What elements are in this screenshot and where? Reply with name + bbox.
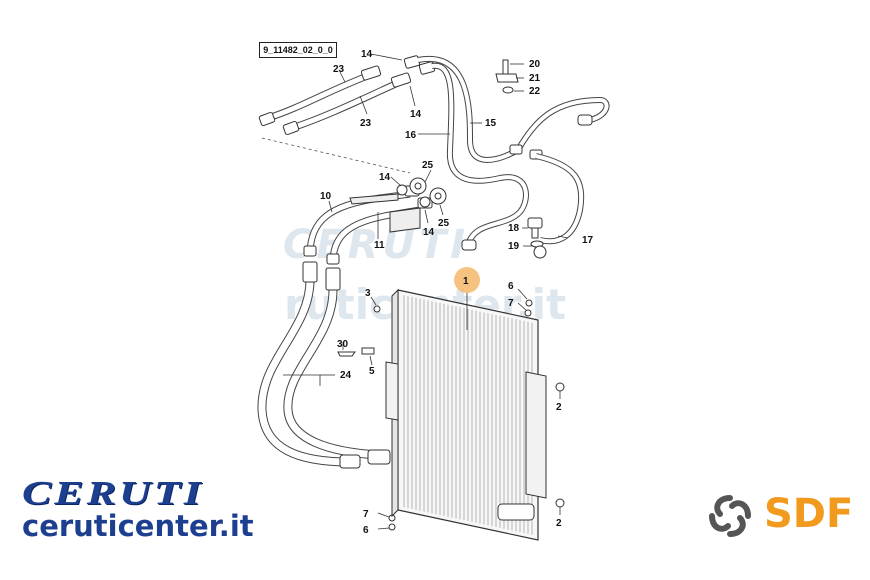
callout-25b: 25 — [438, 218, 450, 229]
reference-code-box: 9_11482_02_0_0 — [259, 42, 337, 58]
callout-18: 18 — [508, 223, 520, 234]
callout-6a: 6 — [508, 281, 514, 292]
leader-lines — [283, 53, 569, 530]
washers-25 — [396, 177, 447, 208]
callout-22: 22 — [529, 86, 541, 97]
callout-17: 17 — [582, 235, 594, 246]
bracket-11 — [349, 193, 421, 233]
pipe-15-16 — [417, 55, 610, 247]
callout-14d: 14 — [423, 227, 435, 238]
callout-23a: 23 — [333, 64, 345, 75]
callout-labels: 1 2 2 3 5 6 6 7 7 10 11 14 14 14 14 15 1… — [320, 49, 594, 536]
callout-5: 5 — [369, 366, 375, 377]
small-screws — [337, 299, 565, 531]
hose-23-upper — [266, 71, 402, 132]
callout-23b: 23 — [360, 118, 372, 129]
hose-24-fittings — [302, 185, 433, 469]
callout-10: 10 — [320, 191, 332, 202]
callout-16: 16 — [405, 130, 417, 141]
callout-24: 24 — [340, 370, 352, 381]
callout-21: 21 — [529, 73, 541, 84]
callout-30: 30 — [337, 339, 349, 350]
callout-11: 11 — [374, 240, 385, 251]
callout-2b: 2 — [556, 518, 562, 529]
sdf-wordmark: SDF — [764, 491, 854, 537]
ceruti-url: ceruticenter.it — [22, 509, 254, 543]
bolt-18-19 — [527, 217, 547, 259]
callout-14c: 14 — [379, 172, 391, 183]
sdf-logo: SDF — [704, 490, 854, 542]
callout-7b: 7 — [363, 509, 369, 520]
callout-20: 20 — [529, 59, 541, 70]
callout-6b: 6 — [363, 525, 369, 536]
clip-parts-20-22 — [495, 59, 519, 94]
pipe-17 — [535, 153, 585, 245]
hose-23-fittings — [258, 55, 436, 136]
callout-14a: 14 — [361, 49, 373, 60]
ceruti-logo: CERUTI — [22, 473, 204, 512]
highlight-marker — [454, 267, 480, 293]
callout-3: 3 — [365, 288, 371, 299]
callout-2a: 2 — [556, 402, 562, 413]
callout-15: 15 — [485, 118, 497, 129]
callout-7a: 7 — [508, 298, 514, 309]
dashed-guide-line — [261, 137, 411, 174]
callout-14b: 14 — [410, 109, 422, 120]
callout-19: 19 — [508, 241, 520, 252]
callout-1: 1 — [463, 276, 469, 287]
condenser-radiator — [385, 288, 547, 541]
callout-25a: 25 — [422, 160, 434, 171]
sdf-emblem-icon — [709, 495, 751, 537]
